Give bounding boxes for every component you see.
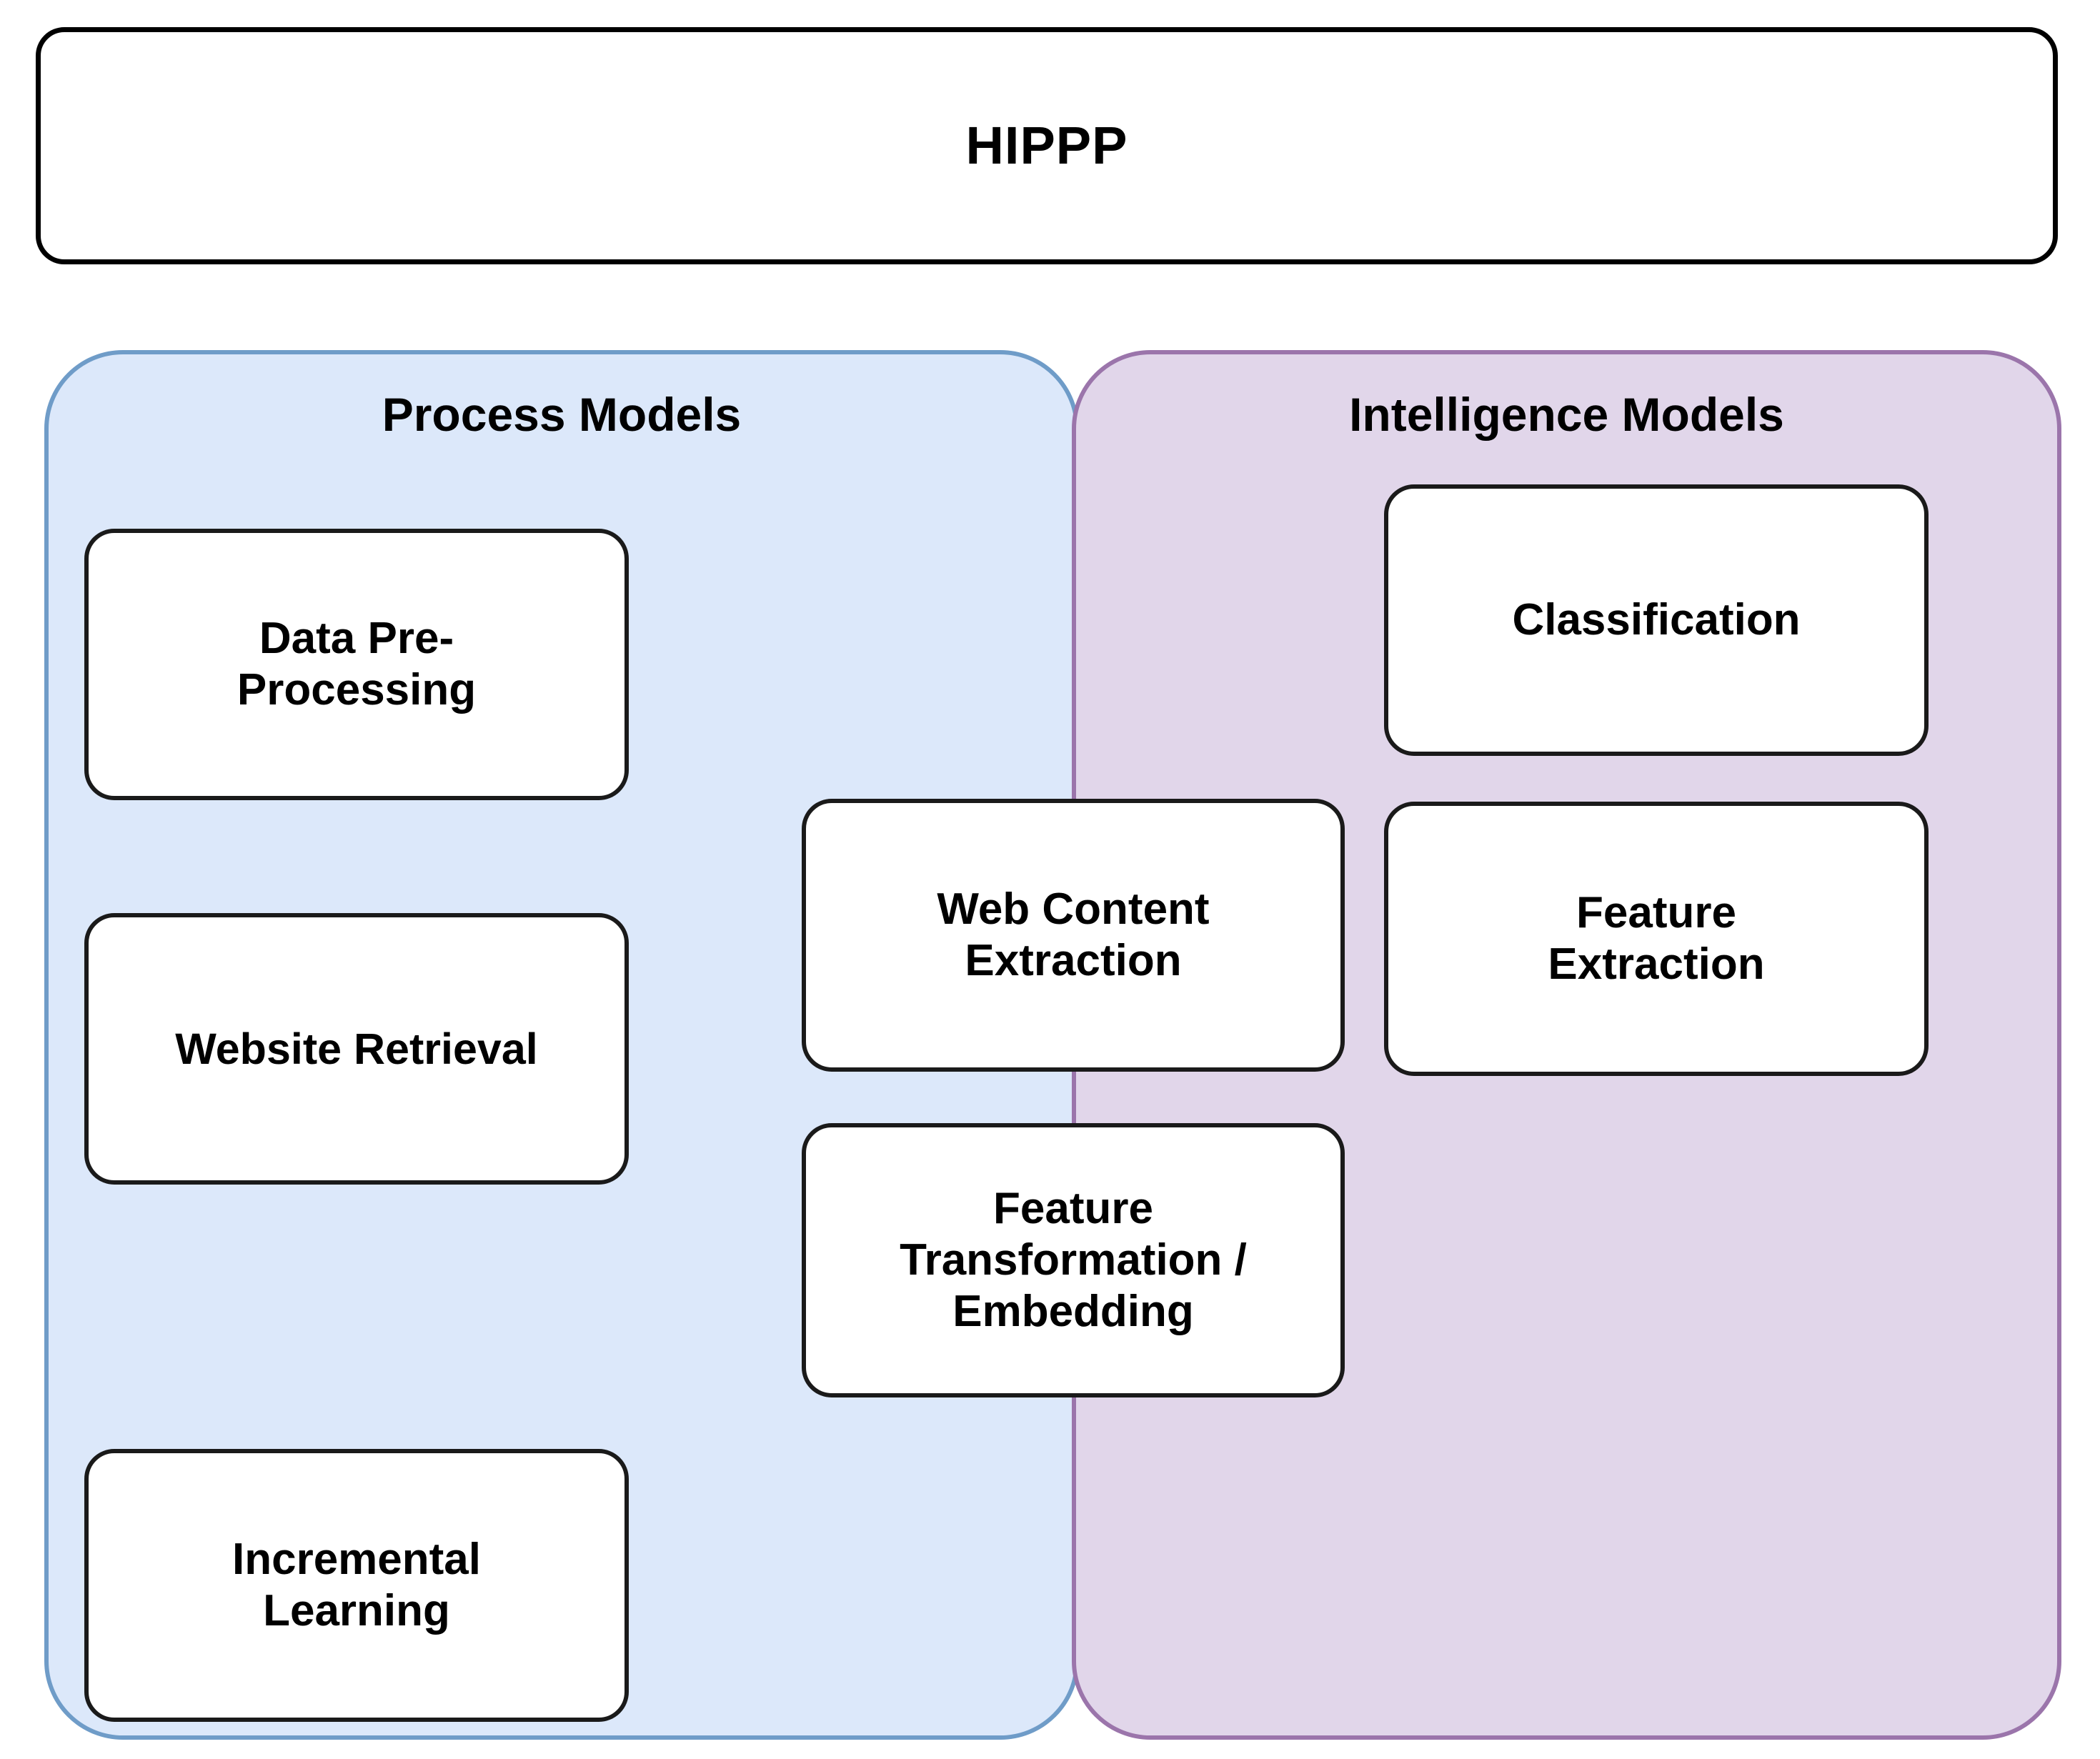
node-web-content-extraction: Web Content Extraction [802, 799, 1345, 1072]
intelligence-models-label: Intelligence Models [1349, 388, 1784, 441]
node-classification-label: Classification [1512, 595, 1801, 645]
node-feature-transformation-embedding: Feature Transformation / Embedding [802, 1123, 1345, 1397]
node-feature-extraction: Feature Extraction [1384, 802, 1929, 1076]
hippp-outer-frame: HIPPP [36, 27, 2058, 264]
node-incremental-learning-label: Incremental Learning [232, 1535, 482, 1635]
node-data-pre-processing-label: Data Pre- Processing [237, 614, 477, 714]
node-website-retrieval: Website Retrieval [84, 913, 629, 1185]
node-feature-transformation-embedding-label: Feature Transformation / Embedding [900, 1184, 1247, 1336]
node-incremental-learning: Incremental Learning [84, 1449, 629, 1722]
node-web-content-extraction-label: Web Content Extraction [937, 885, 1210, 985]
process-models-label: Process Models [382, 388, 742, 441]
node-feature-extraction-label: Feature Extraction [1548, 888, 1765, 989]
node-classification: Classification [1384, 484, 1929, 756]
node-website-retrieval-label: Website Retrieval [175, 1024, 538, 1073]
node-data-pre-processing: Data Pre- Processing [84, 529, 629, 800]
hippp-title: HIPPP [965, 116, 1128, 176]
